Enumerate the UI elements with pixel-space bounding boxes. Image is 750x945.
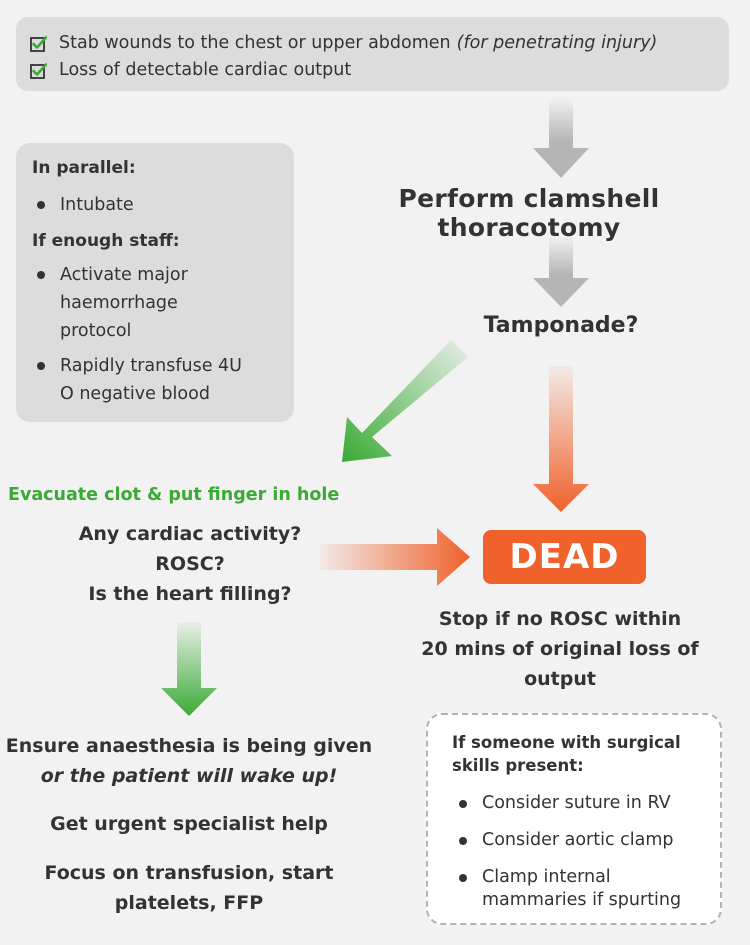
surgical-item-clamp: Consider aortic clamp [482,830,674,850]
bullet-icon [459,800,467,808]
bullet-icon [459,874,467,882]
line: haemorrhage [60,293,178,313]
ensure-line: Ensure anaesthesia is being given [5,735,373,757]
arrow-diagonal-green [342,340,468,462]
parallel-heading: In parallel: [32,158,136,178]
criteria-item: Loss of detectable cardiac output [30,57,351,83]
criteria-item-text: Loss of detectable cardiac output [59,60,352,80]
arrow-down-orange [533,366,589,512]
parallel-item-intubate: Intubate [60,195,134,215]
arrow-down-grey [533,236,589,307]
criteria-box: Stab wounds to the chest or upper abdome… [16,17,729,91]
stop-line: Stop if no ROSC within [438,608,682,630]
checkbox-checked-icon [30,62,47,79]
bullet-icon [37,271,45,279]
question-line: Any cardiac activity? [78,523,302,545]
line: mammaries if spurting [482,890,682,910]
staff-heading: If enough staff: [32,231,180,251]
arrow-down-green [161,622,217,716]
ensure-anaesthesia: Ensure anaesthesia is being given or the… [4,731,374,791]
criteria-item-note: (for penetrating injury) [456,33,658,53]
ensure-note: or the patient will wake up! [40,765,338,787]
stop-criteria: Stop if no ROSC within 20 mins of origin… [410,604,710,694]
evacuate-step: Evacuate clot & put finger in hole [8,485,340,505]
criteria-item-text: Stab wounds to the chest or upper abdome… [59,33,451,53]
dead-outcome: DEAD [483,530,646,584]
tamponade-question: Tamponade? [483,313,639,338]
line: Rapidly transfuse 4U [60,356,242,376]
bullet-icon [459,837,467,845]
heading-line: skills present: [452,756,584,775]
question-line: Is the heart filling? [88,583,292,605]
cardiac-questions: Any cardiac activity? ROSC? Is the heart… [60,519,320,609]
surgical-heading: If someone with surgical skills present: [452,731,681,777]
stop-line: output [524,668,596,690]
surgical-item-mammaries: Clamp internal mammaries if spurting [482,866,681,912]
parallel-item-transfuse: Rapidly transfuse 4U O negative blood [60,352,242,408]
thoracotomy-step: Perform clamshell thoracotomy [398,184,660,242]
heading-line: If someone with surgical [452,733,681,752]
stop-line: 20 mins of original loss of [421,638,699,660]
parallel-actions-box: In parallel: Intubate If enough staff: A… [16,143,294,422]
line: O negative blood [60,384,210,404]
transfusion-line: platelets, FFP [114,892,264,914]
line: Activate major [60,265,188,285]
transfusion-focus: Focus on transfusion, start platelets, F… [4,858,374,918]
checkbox-checked-icon [30,35,47,52]
question-line: ROSC? [155,553,225,575]
criteria-item: Stab wounds to the chest or upper abdome… [30,30,657,56]
arrow-down-grey [533,98,589,178]
parallel-item-haemorrhage: Activate major haemorrhage protocol [60,261,188,345]
line: Clamp internal [482,867,611,887]
surgical-skills-box: If someone with surgical skills present:… [426,713,722,925]
surgical-item-suture: Consider suture in RV [482,793,671,813]
bullet-icon [37,201,45,209]
bullet-icon [37,362,45,370]
line: protocol [60,321,132,341]
specialist-help: Get urgent specialist help [50,813,328,835]
transfusion-line: Focus on transfusion, start [44,862,334,884]
arrow-right-orange [320,528,470,586]
